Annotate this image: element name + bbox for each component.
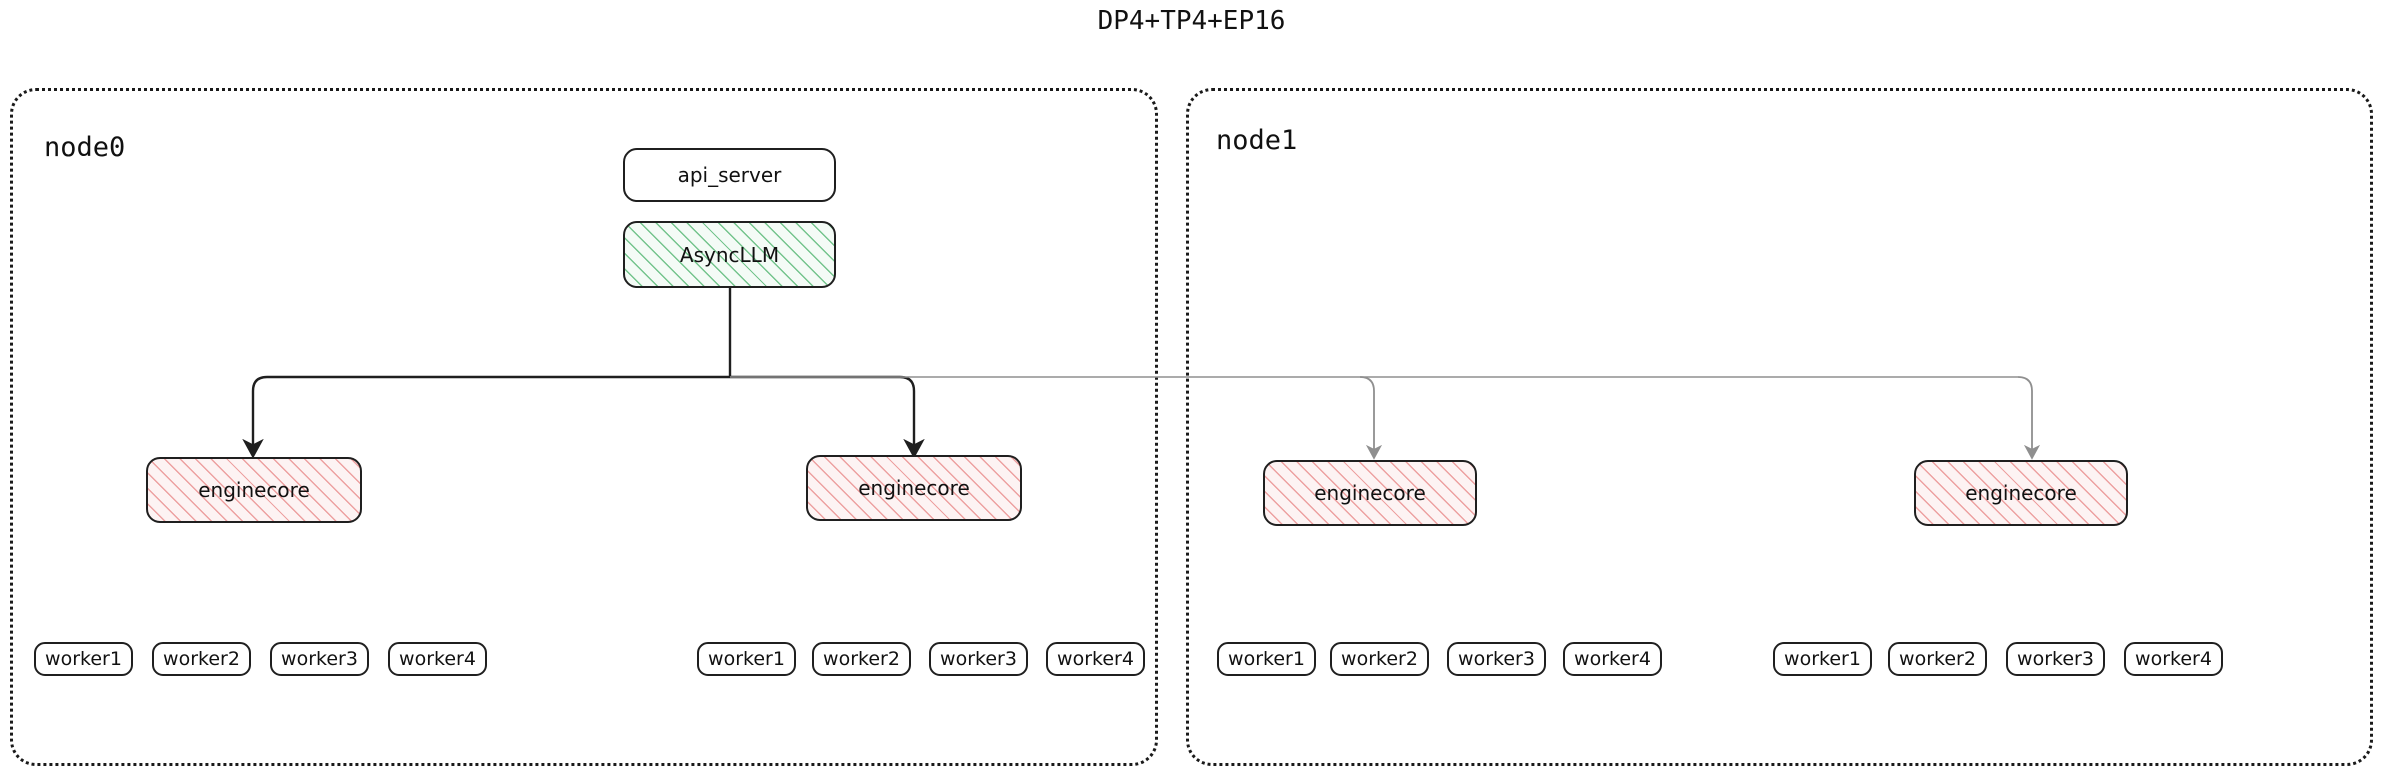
worker-label: worker2 xyxy=(1899,648,1976,670)
worker-label: worker3 xyxy=(281,648,358,670)
cluster-node1-label: node1 xyxy=(1216,125,1298,156)
cluster-node0 xyxy=(10,88,1158,766)
worker-label: worker4 xyxy=(399,648,476,670)
worker-box[interactable]: worker3 xyxy=(2006,642,2105,676)
enginecore-label: enginecore xyxy=(198,478,310,502)
worker-label: worker4 xyxy=(1057,648,1134,670)
worker-box[interactable]: worker1 xyxy=(1773,642,1872,676)
worker-box[interactable]: worker3 xyxy=(1447,642,1546,676)
worker-box[interactable]: worker4 xyxy=(388,642,487,676)
enginecore-label: enginecore xyxy=(1965,481,2077,505)
worker-box[interactable]: worker2 xyxy=(1330,642,1429,676)
enginecore-box-node0-1[interactable]: enginecore xyxy=(806,455,1022,521)
worker-box[interactable]: worker4 xyxy=(1563,642,1662,676)
worker-label: worker1 xyxy=(45,648,122,670)
worker-label: worker2 xyxy=(163,648,240,670)
enginecore-box-node1-0[interactable]: enginecore xyxy=(1263,460,1477,526)
async-llm-box[interactable]: AsyncLLM xyxy=(623,221,836,288)
worker-box[interactable]: worker4 xyxy=(1046,642,1145,676)
worker-label: worker3 xyxy=(940,648,1017,670)
page-title: DP4+TP4+EP16 xyxy=(1097,6,1286,36)
worker-box[interactable]: worker3 xyxy=(929,642,1028,676)
worker-label: worker1 xyxy=(708,648,785,670)
worker-box[interactable]: worker1 xyxy=(1217,642,1316,676)
worker-box[interactable]: worker3 xyxy=(270,642,369,676)
cluster-node1 xyxy=(1186,88,2373,766)
cluster-node0-label: node0 xyxy=(44,132,126,163)
worker-box[interactable]: worker2 xyxy=(152,642,251,676)
api-server-label: api_server xyxy=(677,163,782,187)
worker-label: worker2 xyxy=(1341,648,1418,670)
async-llm-label: AsyncLLM xyxy=(679,242,780,267)
api-server-box[interactable]: api_server xyxy=(623,148,836,202)
worker-label: worker2 xyxy=(823,648,900,670)
worker-label: worker4 xyxy=(2135,648,2212,670)
enginecore-label: enginecore xyxy=(1314,481,1426,505)
worker-label: worker3 xyxy=(2017,648,2094,670)
worker-box[interactable]: worker4 xyxy=(2124,642,2223,676)
worker-label: worker1 xyxy=(1784,648,1861,670)
enginecore-box-node1-1[interactable]: enginecore xyxy=(1914,460,2128,526)
worker-box[interactable]: worker1 xyxy=(34,642,133,676)
worker-box[interactable]: worker2 xyxy=(1888,642,1987,676)
enginecore-label: enginecore xyxy=(858,476,970,500)
enginecore-box-node0-0[interactable]: enginecore xyxy=(146,457,362,523)
worker-label: worker1 xyxy=(1228,648,1305,670)
worker-box[interactable]: worker1 xyxy=(697,642,796,676)
worker-label: worker3 xyxy=(1458,648,1535,670)
worker-box[interactable]: worker2 xyxy=(812,642,911,676)
worker-label: worker4 xyxy=(1574,648,1651,670)
